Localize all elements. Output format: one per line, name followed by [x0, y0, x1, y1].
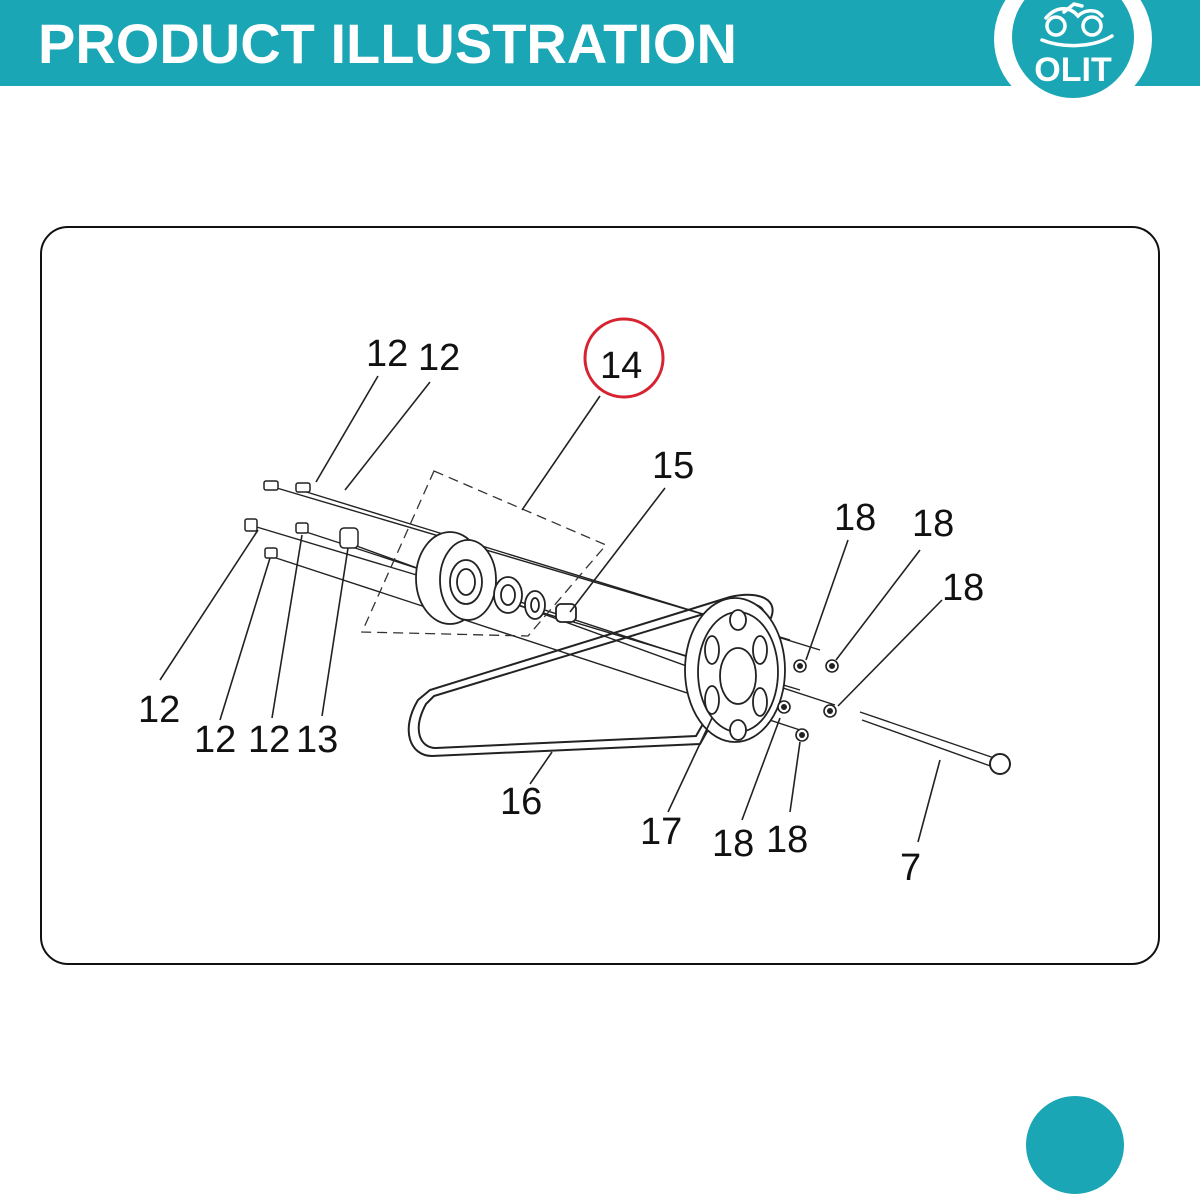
- callout-label: 15: [652, 445, 694, 487]
- callout-label: 7: [900, 847, 921, 889]
- callout-label: 12: [418, 337, 460, 379]
- callout-label: 18: [912, 503, 954, 545]
- callout-label: 18: [712, 823, 754, 865]
- exploded-parts-diagram: 12 12 14 15 18 18 18 12 12 12 13 16 17 1…: [138, 317, 1011, 889]
- callout-label: 18: [942, 567, 984, 609]
- callout-label: 13: [296, 719, 338, 761]
- callout-label: 12: [194, 719, 236, 761]
- page-title: PRODUCT ILLUSTRATION: [38, 12, 737, 75]
- diagram-frame: [40, 226, 1160, 965]
- logo-text: OLIT: [1034, 51, 1112, 89]
- callout-label: 16: [500, 781, 542, 823]
- motorcycle-icon: [1040, 2, 1114, 48]
- callout-label: 14: [600, 345, 642, 387]
- callout-label: 18: [766, 819, 808, 861]
- logo: [1012, 0, 1134, 98]
- callout-label: 12: [248, 719, 290, 761]
- callout-label: 17: [640, 811, 682, 853]
- callout-label: 18: [834, 497, 876, 539]
- callout-label: 12: [366, 333, 408, 375]
- highlight-circle: [583, 317, 665, 399]
- bottom-logo-badge: [1022, 1092, 1128, 1198]
- callout-label: 12: [138, 689, 180, 731]
